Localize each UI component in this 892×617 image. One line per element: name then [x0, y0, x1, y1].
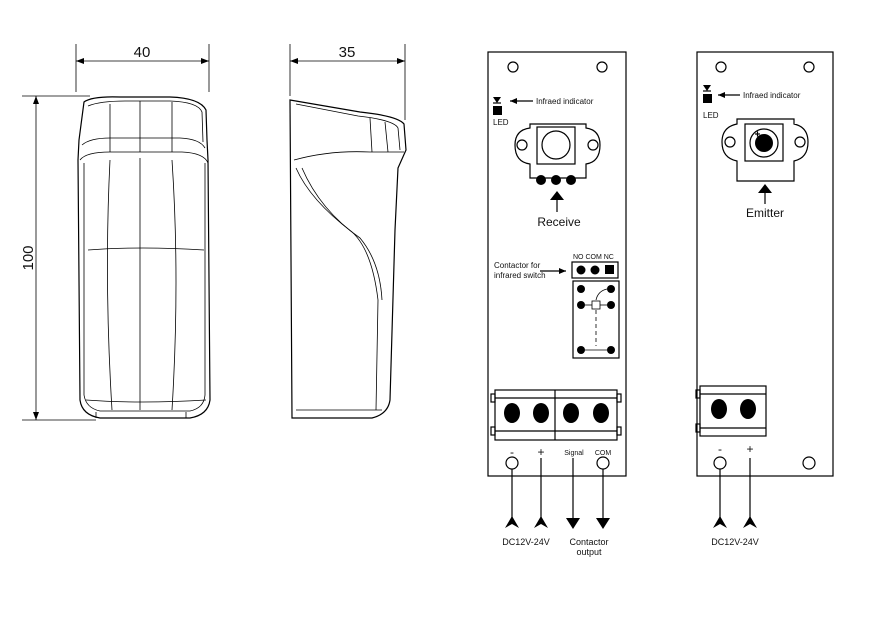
emitter-indicator-label: Infraed indicator	[743, 91, 801, 100]
front-width-dimension: 40	[134, 44, 151, 61]
relay-icon	[572, 280, 620, 359]
emitter-board: Infraed indicator LED Emitter - +	[695, 51, 834, 547]
emitter-minus-label: -	[718, 442, 722, 456]
receiver-board: Infraed indicator LED Receive Contactor …	[487, 51, 627, 557]
emitter-led-label: LED	[703, 111, 719, 120]
emitter-label: Emitter	[746, 206, 784, 220]
contactor-label-line1: Contactor for	[494, 261, 541, 270]
relay-pin-labels: NO COM NC	[573, 254, 614, 261]
led-indicator-icon	[493, 97, 502, 115]
receiver-wires	[505, 458, 610, 529]
contactor-output-line2: output	[576, 547, 602, 557]
side-view: 35	[289, 44, 407, 419]
emitter-wires	[713, 458, 757, 528]
emitter-terminal-block	[695, 385, 767, 437]
emitter-plus-label: +	[746, 442, 753, 456]
contactor-label-line2: infrared switch	[494, 271, 546, 280]
receive-label: Receive	[537, 215, 581, 229]
com-label: COM	[595, 450, 612, 457]
receiver-terminal-block	[490, 389, 622, 441]
height-dimension: 100	[20, 245, 37, 270]
receiver-minus-label: -	[510, 445, 514, 459]
contactor-output-line1: Contactor	[569, 537, 608, 547]
side-width-dimension: 35	[339, 44, 356, 61]
receiver-plus-label: +	[537, 445, 544, 459]
receiver-power-label: DC12V-24V	[502, 537, 550, 547]
receiver-led-label: LED	[493, 118, 509, 127]
emitter-led-icon	[703, 85, 712, 103]
emitter-power-label: DC12V-24V	[711, 537, 759, 547]
signal-label: Signal	[564, 450, 584, 457]
receiver-indicator-label: Infraed indicator	[536, 97, 594, 106]
front-view: 40 100	[20, 44, 211, 421]
